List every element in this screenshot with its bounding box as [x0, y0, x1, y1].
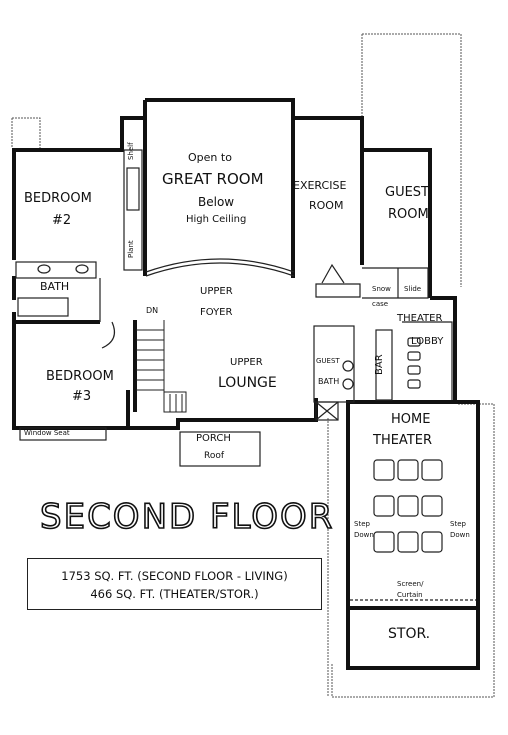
theater-lobby-label-1: THEATER: [397, 313, 443, 324]
theater-lobby-label-2: LOBBY: [411, 336, 444, 347]
window-seat-label: Window Seat: [24, 429, 70, 437]
home-theater-label-1: HOME: [391, 412, 431, 427]
guest-bath-label-1: GUEST: [316, 357, 340, 365]
step-down-left-1: Step: [354, 520, 370, 528]
exercise-room-label-1: EXERCISE: [293, 179, 347, 192]
exercise-room-label-2: ROOM: [309, 199, 344, 212]
bedroom2-label-1: BEDROOM: [24, 191, 92, 206]
great-room-label-4: High Ceiling: [186, 214, 247, 225]
deck-outlines: [11, 33, 495, 698]
great-room-label-3: Below: [198, 195, 235, 209]
sqft-theater: 466 SQ. FT. (THEATER/STOR.): [90, 587, 259, 601]
guest-room-label-1: GUEST: [385, 185, 429, 200]
page-title: SECOND FLOOR: [39, 496, 335, 538]
upper-lounge-label-2: LOUNGE: [218, 375, 277, 391]
great-room-label-2: GREAT ROOM: [162, 170, 264, 188]
shelf-label: Shelf: [127, 142, 135, 160]
upper-foyer-label-2: FOYER: [200, 307, 233, 318]
dn-label: DN: [146, 306, 159, 315]
bath-label: BATH: [40, 280, 70, 293]
sqft-living: 1753 SQ. FT. (SECOND FLOOR - LIVING): [61, 569, 288, 583]
bedroom3-label-1: BEDROOM: [46, 369, 114, 384]
interior-lines: [15, 149, 476, 601]
home-theater-label-2: THEATER: [373, 433, 433, 448]
upper-foyer-label-1: UPPER: [200, 286, 233, 297]
bar-label: BAR: [374, 354, 385, 375]
great-room-label-1: Open to: [188, 151, 232, 164]
square-footage-box: 1753 SQ. FT. (SECOND FLOOR - LIVING) 466…: [27, 558, 322, 610]
screen-label-1: Screen/: [397, 580, 424, 588]
case-label: case: [372, 300, 389, 308]
slide-label: Slide: [404, 285, 422, 293]
porch-label-2: Roof: [204, 451, 225, 461]
bedroom3-label-2: #3: [72, 389, 92, 404]
plant-label: Plant: [127, 240, 135, 258]
bedroom2-label-2: #2: [52, 213, 72, 228]
porch-label-1: PORCH: [196, 433, 231, 444]
guest-room-label-2: ROOM: [388, 207, 429, 222]
step-down-right-1: Step: [450, 520, 466, 528]
snow-label: Snow: [372, 285, 391, 293]
upper-lounge-label-1: UPPER: [230, 357, 263, 368]
stor-label: STOR.: [388, 626, 431, 642]
screen-label-2: Curtain: [397, 591, 423, 599]
step-down-left-2: Down: [354, 531, 374, 539]
guest-bath-label-2: BATH: [318, 377, 340, 386]
step-down-right-2: Down: [450, 531, 470, 539]
